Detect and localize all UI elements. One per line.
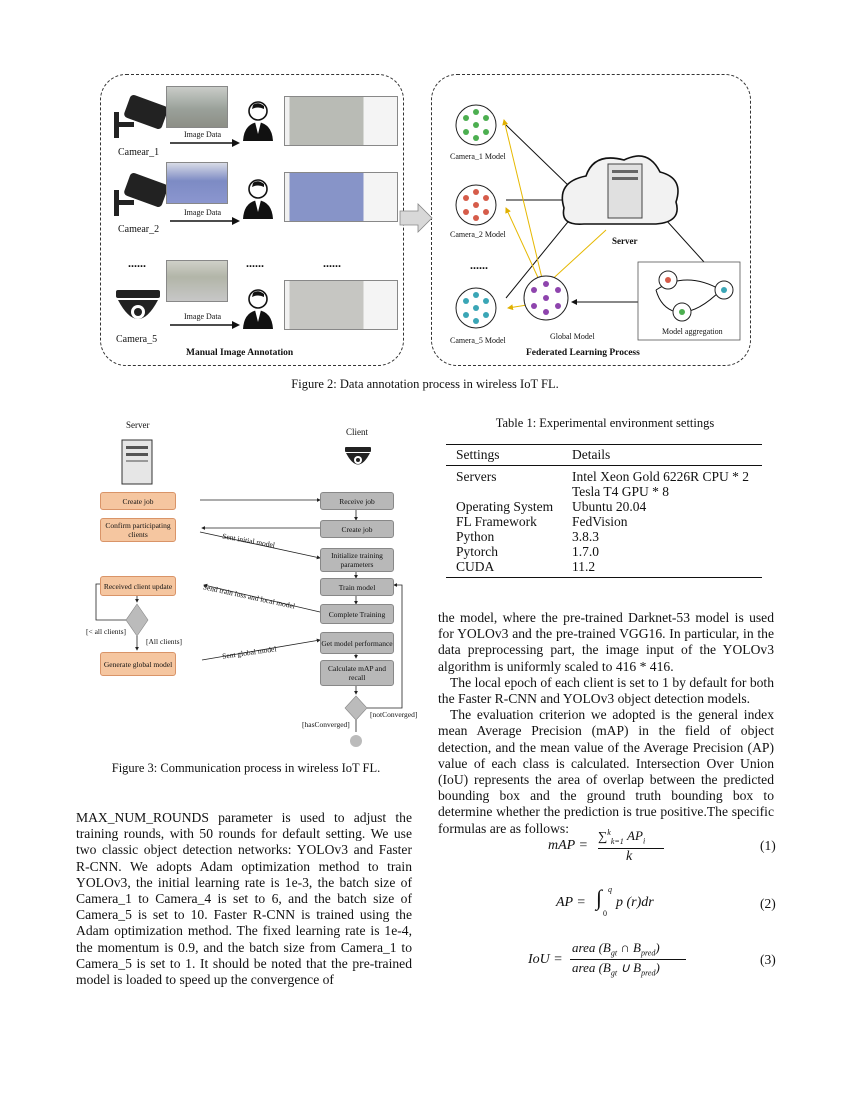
equation-iou: IoU = area (Bgt ∩ Bpred) area (Bgt ∪ Bpr… <box>528 940 698 980</box>
annotation-tool-screenshot <box>284 280 398 330</box>
table-header: Settings <box>456 447 500 462</box>
annotator-person-icon <box>243 289 273 329</box>
panel-title: Federated Learning Process <box>526 348 640 358</box>
table-cell: 3.8.3 <box>572 529 599 544</box>
paragraph-text: The evaluation criterion we adopted is t… <box>438 707 774 836</box>
model-label: Camera_5 Model <box>450 336 506 345</box>
figure-3-caption: Figure 3: Communication process in wirel… <box>111 761 381 775</box>
ellipsis: ...... <box>470 258 488 272</box>
figure-2-caption: Figure 2: Data annotation process in wir… <box>291 377 559 391</box>
image-data-label: Image Data <box>184 208 222 217</box>
table-cell: Python <box>456 529 495 544</box>
table-row: Operating System Ubuntu 20.04 <box>446 499 762 514</box>
table-cell: Ubuntu 20.04 <box>572 499 647 514</box>
panel-title: Manual Image Annotation <box>186 348 294 358</box>
server-tower-icon <box>121 439 153 485</box>
annotation-tool-screenshot <box>284 172 398 222</box>
arrow-icon <box>170 217 240 225</box>
table-cell: Tesla T4 GPU * 8 <box>572 484 670 499</box>
table-row: FL Framework FedVision <box>446 514 762 529</box>
table-row: Python 3.8.3 <box>446 529 762 544</box>
table-cell: CUDA <box>456 559 495 574</box>
right-column-text: the model, where the pre-trained Darknet… <box>438 610 774 837</box>
camera-label: Camera_5 <box>116 334 158 345</box>
table-header: Details <box>572 447 611 462</box>
table-row: CUDA 11.2 <box>446 559 762 574</box>
fl-network-diagram <box>455 104 741 341</box>
model-label: Camera_1 Model <box>450 152 506 161</box>
client-step-receive-job: Receive job <box>320 492 394 510</box>
image-data-label: Image Data <box>184 130 222 139</box>
server-step-received-update: Received client update <box>100 576 176 596</box>
annotation-tool-screenshot <box>284 96 398 146</box>
camera-5-image <box>166 260 228 302</box>
table-row: Pytorch 1.7.0 <box>446 544 762 559</box>
paragraph-text: The local epoch of each client is set to… <box>438 674 774 707</box>
server-step-confirm-clients: Confirm participating clients <box>100 518 176 542</box>
table-cell: Servers <box>456 469 497 484</box>
server-label: Server <box>612 236 638 246</box>
condition-label: [All clients] <box>146 637 183 646</box>
image-data-label: Image Data <box>184 312 222 321</box>
condition-label: [hasConverged] <box>302 720 350 729</box>
annotator-person-icon <box>243 101 273 141</box>
dome-camera-icon <box>345 447 371 465</box>
environment-table: Settings Details Servers Intel Xeon Gold … <box>446 444 762 578</box>
table-cell: 11.2 <box>572 559 596 574</box>
cctv-camera-icon <box>114 95 168 138</box>
annotator-person-icon <box>243 179 273 219</box>
table-cell: Pytorch <box>456 544 498 559</box>
equation-map: mAP = ∑kk=1 APi k <box>548 828 688 868</box>
camera-2-image <box>166 162 228 204</box>
ellipsis: ...... <box>323 256 341 270</box>
client-step-complete-training: Complete Training <box>320 604 394 624</box>
table-1-caption: Table 1: Experimental environment settin… <box>495 416 715 430</box>
flow-connectors <box>95 498 403 747</box>
table-cell <box>446 484 572 499</box>
client-step-create-job: Create job <box>320 520 394 538</box>
server-label: Server <box>126 420 150 430</box>
arrow-icon <box>170 139 240 147</box>
table-cell: FL Framework <box>456 514 537 529</box>
dome-camera-icon <box>116 290 160 319</box>
ellipsis: ...... <box>246 256 264 270</box>
arrow-icon <box>170 321 240 329</box>
table-row: Tesla T4 GPU * 8 <box>446 484 762 499</box>
camera-label: Camear_2 <box>118 224 160 235</box>
server-step-create-job: Create job <box>100 492 176 510</box>
cctv-camera-icon <box>114 173 168 216</box>
model-aggregation-label: Model aggregation <box>662 327 723 336</box>
client-step-train-model: Train model <box>320 578 394 596</box>
table-cell: FedVision <box>572 514 628 529</box>
client-step-init-params: Initialize training parameters <box>320 548 394 572</box>
condition-label: [notConverged] <box>370 710 418 719</box>
camera-1-image <box>166 86 228 128</box>
equation-number: (3) <box>760 952 776 967</box>
paragraph-text: the model, where the pre-trained Darknet… <box>438 610 774 674</box>
table-cell: Intel Xeon Gold 6226R CPU * 2 <box>572 469 749 484</box>
equation-number: (1) <box>760 838 776 853</box>
paragraph-text: MAX_NUM_ROUNDS parameter is used to adju… <box>76 810 412 988</box>
table-row: Servers Intel Xeon Gold 6226R CPU * 2 <box>446 469 762 484</box>
left-column-paragraph: MAX_NUM_ROUNDS parameter is used to adju… <box>76 810 412 988</box>
federated-learning-panel <box>431 74 751 366</box>
equation-ap: AP = ∫ q 0 p (r)dr <box>556 885 654 918</box>
client-step-get-performance: Get model performance <box>320 632 394 654</box>
equation-number: (2) <box>760 896 776 911</box>
client-step-calculate-map: Calculate mAP and recall <box>320 660 394 686</box>
ellipsis: ...... <box>128 256 146 270</box>
camera-label: Camear_1 <box>118 147 160 158</box>
table-cell: 1.7.0 <box>572 544 599 559</box>
transition-arrow-icon <box>399 203 433 233</box>
global-model-label: Global Model <box>550 332 595 341</box>
model-label: Camera_2 Model <box>450 230 506 239</box>
server-step-generate-global: Generate global model <box>100 652 176 676</box>
condition-label: [< all clients] <box>86 627 127 636</box>
client-label: Client <box>346 427 368 437</box>
table-cell: Operating System <box>456 499 554 514</box>
